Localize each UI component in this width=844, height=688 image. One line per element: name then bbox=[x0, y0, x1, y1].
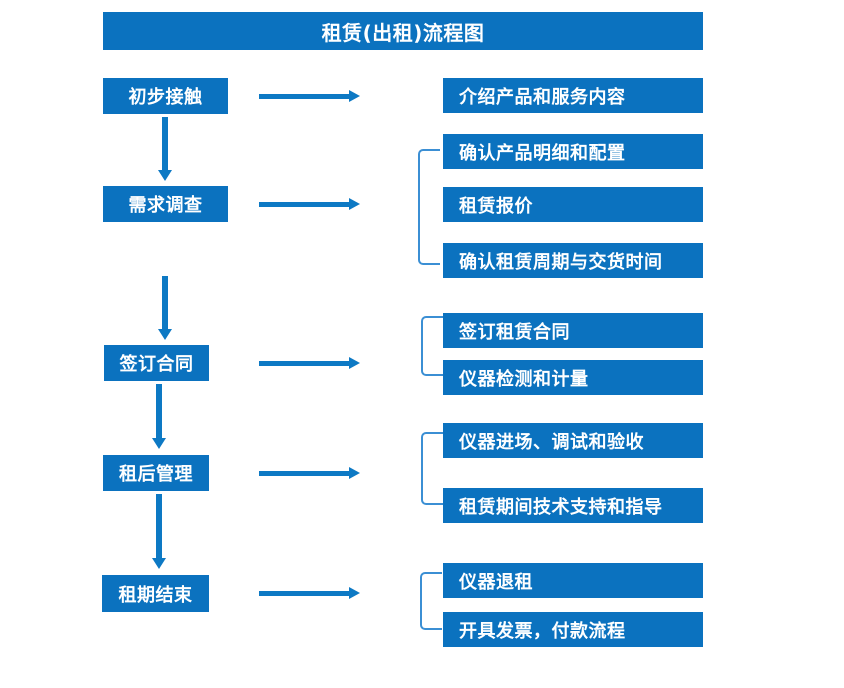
bracket-connector-5 bbox=[420, 572, 442, 630]
task-box-1-1[interactable]: 介绍产品和服务内容 bbox=[443, 78, 703, 113]
task-box-3-2[interactable]: 仪器检测和计量 bbox=[443, 360, 703, 395]
stage-box-2[interactable]: 需求调查 bbox=[103, 186, 228, 222]
bracket-connector-3 bbox=[421, 316, 443, 376]
horizontal-arrow-3 bbox=[259, 357, 360, 369]
flowchart-title: 租赁(出租)流程图 bbox=[103, 12, 703, 50]
task-box-4-2[interactable]: 租赁期间技术支持和指导 bbox=[443, 488, 703, 523]
task-box-2-1[interactable]: 确认产品明细和配置 bbox=[443, 134, 703, 169]
vertical-arrow-1-2 bbox=[158, 117, 172, 181]
task-box-2-2[interactable]: 租赁报价 bbox=[443, 187, 703, 222]
task-box-3-1[interactable]: 签订租赁合同 bbox=[443, 313, 703, 348]
bracket-connector-4 bbox=[421, 432, 443, 505]
task-box-5-2[interactable]: 开具发票，付款流程 bbox=[443, 612, 703, 647]
stage-box-4[interactable]: 租后管理 bbox=[103, 455, 209, 491]
stage-box-3[interactable]: 签订合同 bbox=[104, 345, 209, 381]
horizontal-arrow-2 bbox=[259, 198, 360, 210]
vertical-arrow-4-5 bbox=[152, 494, 166, 569]
stage-box-5[interactable]: 租期结束 bbox=[102, 575, 209, 612]
task-box-5-1[interactable]: 仪器退租 bbox=[443, 563, 703, 598]
task-box-2-3[interactable]: 确认租赁周期与交货时间 bbox=[443, 243, 703, 278]
task-box-4-1[interactable]: 仪器进场、调试和验收 bbox=[443, 423, 703, 458]
vertical-arrow-2-3 bbox=[158, 276, 172, 340]
horizontal-arrow-5 bbox=[259, 587, 360, 599]
horizontal-arrow-1 bbox=[259, 90, 360, 102]
stage-box-1[interactable]: 初步接触 bbox=[103, 78, 228, 114]
horizontal-arrow-4 bbox=[259, 467, 360, 479]
vertical-arrow-3-4 bbox=[152, 384, 166, 449]
bracket-connector-2 bbox=[418, 149, 440, 265]
